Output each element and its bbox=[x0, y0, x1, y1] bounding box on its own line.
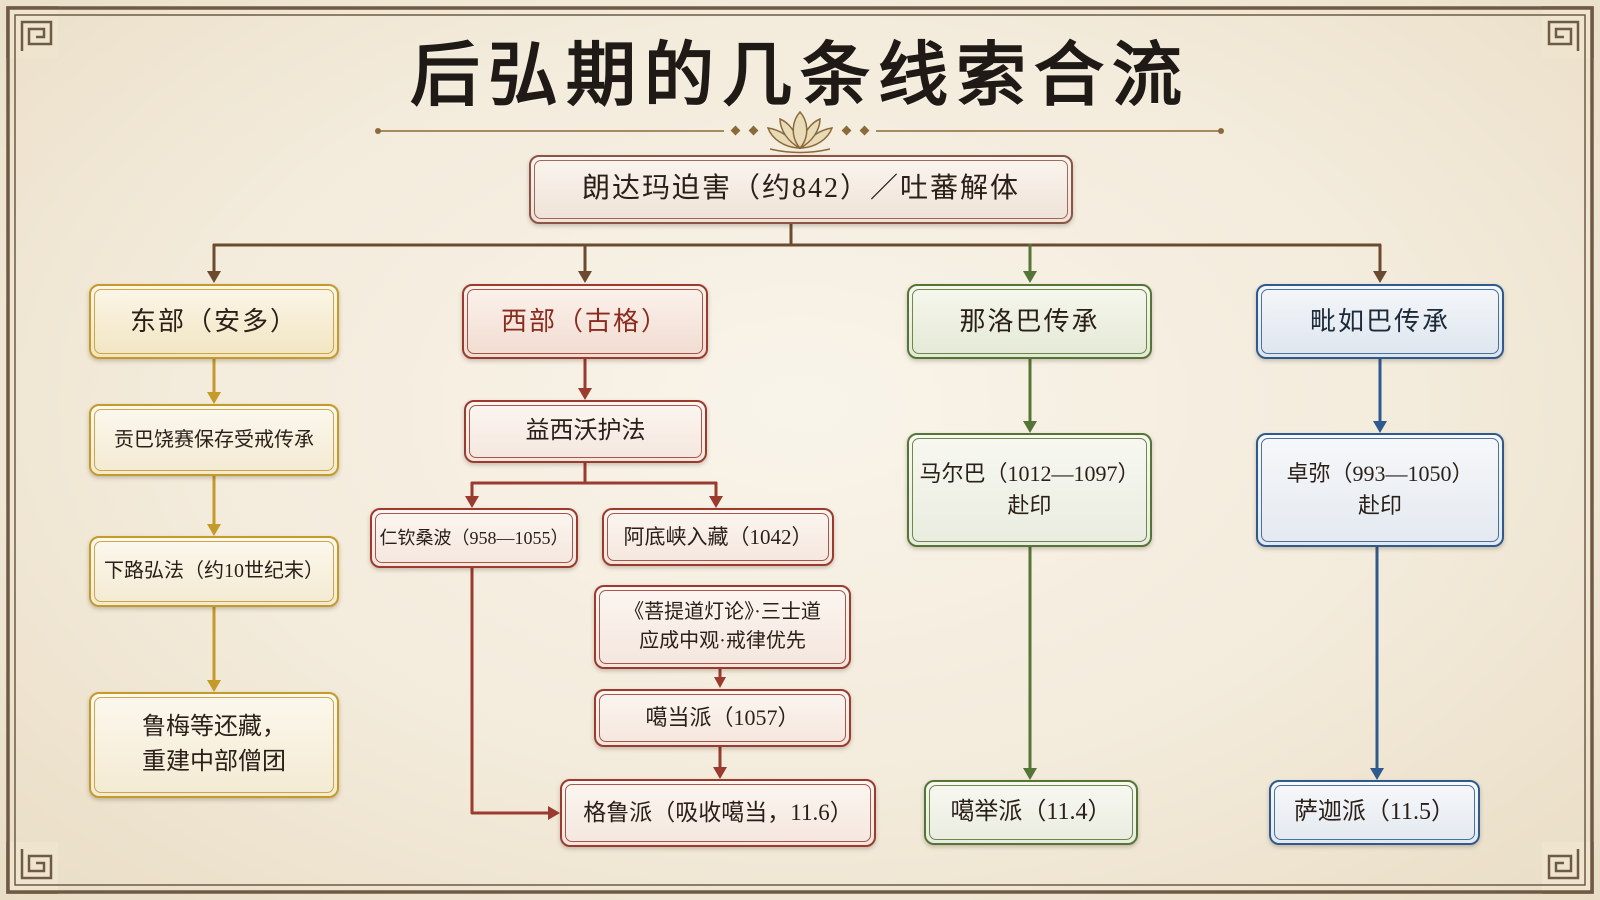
lume-return-box: 鲁梅等还藏， 重建中部僧团 bbox=[89, 692, 339, 798]
arrow-icon bbox=[578, 388, 592, 400]
diamond-icon bbox=[859, 125, 870, 136]
node-label-line2: 重建中部僧团 bbox=[142, 749, 286, 775]
node-label-line1: 鲁梅等还藏， bbox=[142, 714, 286, 741]
gelug-school-box: 格鲁派（吸收噶当，11.6） bbox=[560, 779, 876, 847]
node-label: 萨迦派（11.5） bbox=[1293, 799, 1456, 826]
node-label: 那洛巴传承 bbox=[959, 306, 1100, 336]
page-frame bbox=[6, 6, 1594, 894]
virupa-connectors bbox=[1370, 357, 1387, 780]
arrow-icon bbox=[207, 680, 221, 692]
node-label-line2: 赴印 bbox=[1007, 493, 1052, 518]
arrow-icon bbox=[1373, 421, 1387, 433]
lotus-icon bbox=[766, 110, 834, 154]
arrow-icon bbox=[714, 677, 726, 688]
arrow-icon bbox=[1370, 768, 1384, 780]
diamond-icon bbox=[730, 125, 741, 136]
sakya-school-box: 萨迦派（11.5） bbox=[1269, 780, 1480, 845]
atisha-arrival-box: 阿底峡入藏（1042） bbox=[602, 508, 834, 566]
diamond-icon bbox=[748, 125, 759, 136]
node-label: 噶举派（11.4） bbox=[950, 799, 1112, 826]
lamp-for-the-path-box: 《菩提道灯论》·三士道 应成中观·戒律优先 bbox=[594, 585, 851, 669]
arrow-icon bbox=[465, 496, 479, 508]
node-label-line2: 赴印 bbox=[1357, 493, 1402, 518]
node-label: 噶当派（1057） bbox=[645, 705, 800, 731]
naropa-lineage-header-box: 那洛巴传承 bbox=[907, 284, 1152, 359]
node-label-line2: 应成中观·戒律优先 bbox=[639, 630, 806, 652]
kagyu-school-box: 噶举派（11.4） bbox=[924, 780, 1138, 845]
node-label-line1: 卓弥（993—1050） bbox=[1286, 461, 1474, 487]
arrow-icon bbox=[1023, 421, 1037, 433]
node-label: 朗达玛迫害（约842）／吐蕃解体 bbox=[581, 173, 1020, 205]
arrow-icon bbox=[709, 496, 723, 508]
title-divider bbox=[375, 110, 1224, 154]
root-persecution-box: 朗达玛迫害（约842）／吐蕃解体 bbox=[529, 155, 1073, 224]
arrow-icon bbox=[548, 806, 560, 820]
kadam-school-box: 噶当派（1057） bbox=[594, 689, 851, 747]
node-label-line1: 马尔巴（1012—1097） bbox=[919, 461, 1140, 487]
arrow-icon bbox=[207, 392, 221, 404]
arrow-icon bbox=[578, 271, 592, 283]
naropa-connectors bbox=[1023, 243, 1037, 780]
fret-corner-icon bbox=[6, 840, 60, 894]
node-label: 东部（安多） bbox=[129, 306, 298, 336]
west-guge-header-box: 西部（古格） bbox=[462, 284, 708, 359]
arrow-icon bbox=[1023, 271, 1037, 283]
arrow-icon bbox=[1023, 768, 1037, 780]
arrow-icon bbox=[713, 767, 727, 779]
node-label: 毗如巴传承 bbox=[1309, 306, 1450, 336]
arrow-icon bbox=[207, 271, 221, 283]
east-connectors bbox=[207, 357, 221, 692]
node-label: 阿底峡入藏（1042） bbox=[623, 524, 813, 549]
arrow-icon bbox=[1373, 271, 1387, 283]
page-title: 后弘期的几条线索合流 bbox=[410, 38, 1190, 115]
node-label: 仁钦桑波（958—1055） bbox=[379, 527, 569, 548]
diamond-icon bbox=[841, 125, 852, 136]
lower-spread-box: 下路弘法（约10世纪末） bbox=[89, 536, 339, 607]
gongpa-rabsel-box: 贡巴饶赛保存受戒传承 bbox=[89, 404, 339, 476]
yeshe-o-box: 益西沃护法 bbox=[464, 400, 707, 463]
node-label-line1: 《菩提道灯论》·三士道 bbox=[624, 601, 821, 623]
rinchen-zangpo-box: 仁钦桑波（958—1055） bbox=[370, 508, 578, 568]
virupa-lineage-header-box: 毗如巴传承 bbox=[1256, 284, 1504, 359]
drogmi-box: 卓弥（993—1050） 赴印 bbox=[1256, 433, 1504, 547]
node-label: 格鲁派（吸收噶当，11.6） bbox=[583, 800, 853, 826]
marpa-box: 马尔巴（1012—1097） 赴印 bbox=[907, 433, 1152, 547]
west-connectors bbox=[465, 357, 727, 820]
node-label: 益西沃护法 bbox=[525, 418, 646, 445]
node-label: 贡巴饶赛保存受戒传承 bbox=[114, 428, 314, 451]
root-connectors bbox=[207, 222, 1387, 283]
node-label: 下路弘法（约10世纪末） bbox=[104, 560, 324, 582]
east-amdo-header-box: 东部（安多） bbox=[89, 284, 339, 359]
fret-corner-icon bbox=[1540, 840, 1594, 894]
arrow-icon bbox=[207, 524, 221, 536]
node-label: 西部（古格） bbox=[500, 306, 669, 336]
